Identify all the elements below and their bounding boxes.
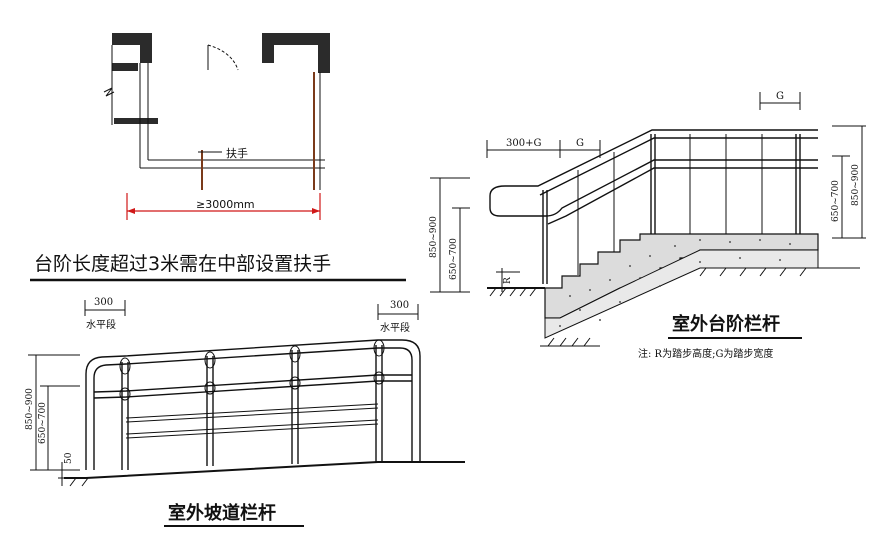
plan-caption: 台阶长度超过3米需在中部设置扶手 [34,253,331,275]
stair-handrail-lower-outer [545,159,818,217]
ramp-lower-rail-2 [125,419,379,435]
stair-ground-hatch [489,287,591,347]
ramp-dim-50: 50 [64,452,74,464]
stair-dim-850-900-left: 850~900 [429,216,439,258]
plan-dim-arrow-right [312,208,320,214]
stair-dim-g-top: G [776,91,784,102]
plan-door-swing [207,44,239,71]
stair-handrail-top-outer [505,129,818,187]
plan-wall-left-lower [112,63,138,71]
stair-concrete-texture [559,239,791,327]
ramp-ground-hatch [69,477,89,487]
plan-break-mark [103,87,115,97]
stair-note: 注: R为踏步高度;G为踏步宽度 [638,347,773,360]
stair-dim-g-left: G [576,138,584,149]
stair-dim-300g: 300+G [506,138,541,149]
ramp-lower-rail-2b [125,423,379,439]
plan-wall-jamb-right [262,33,274,63]
ramp-joint-3 [289,345,301,363]
stair-dim-650-700-right: 650~700 [831,180,841,222]
ramp-right-flat: 水平段 [380,321,410,334]
ramp-dim-650-700: 650~700 [38,402,48,444]
ramp-joint-6 [204,381,216,395]
stair-handrail-lower-inner [547,167,818,225]
plan-wall-top-right [262,33,330,45]
stair-title: 室外台阶栏杆 [672,313,780,335]
plan-wall-left-bottom [114,118,158,124]
ramp-title: 室外坡道栏杆 [168,502,276,524]
stair-handrail-return [489,185,546,217]
plan-wall-right [318,33,330,73]
ramp-left-300: 300 [94,297,113,308]
plan-handrail-label: 扶手 [226,146,248,160]
stair-ground-hatch-right [699,267,807,277]
ramp-lower-rail-1 [125,403,379,419]
ramp-top-rail-inner [93,347,413,470]
stair-dim-850-900-right: 850~900 [851,164,861,206]
ramp-joint-5 [119,387,131,401]
ramp-mid-rail-1b [93,380,412,399]
ramp-joint-2 [204,351,216,369]
ramp-view: 300 水平段 300 水平段 [25,297,465,527]
ramp-joint-7 [289,376,301,390]
stair-dim-r: R [503,277,513,284]
plan-length-dim: ≥3000mm [196,198,255,211]
plan-dim-arrow-left [127,208,135,214]
ramp-joint-8 [373,371,385,385]
ramp-lower-rail-1b [125,407,379,423]
ramp-mid-rail-1 [93,374,412,393]
stair-dim-650-700-left: 650~700 [449,238,459,280]
stair-foundation [544,249,819,339]
ramp-ground [64,461,465,479]
ramp-joint-1 [119,357,131,375]
ramp-dim-850-900: 850~900 [25,388,35,430]
ramp-joint-4 [373,339,385,357]
ramp-left-flat: 水平段 [86,318,116,331]
plan-view: 扶手 ≥3000mm 台阶长度超过3米需在中部设置扶手 [30,33,406,282]
plan-wall-jamb-left [140,33,152,63]
ramp-right-300: 300 [390,300,409,311]
stair-view: 300+G G G [429,91,866,360]
ramp-top-rail-outer [85,339,421,470]
